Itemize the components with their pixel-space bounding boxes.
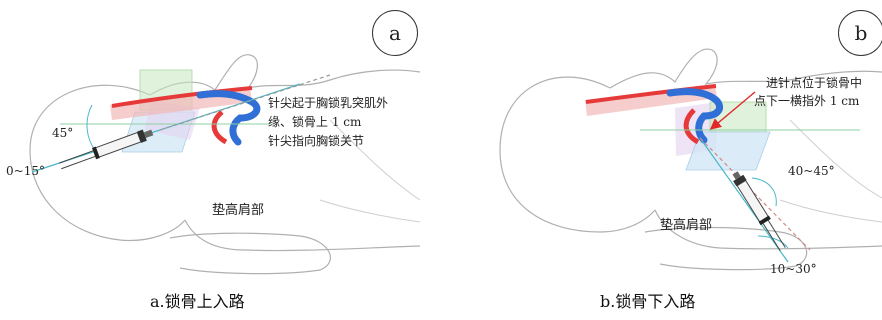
angle-arc-b — [751, 177, 777, 207]
needle-path-b — [699, 137, 789, 263]
artery-b — [585, 84, 717, 104]
panel-a-shoulder-label: 垫高肩部 — [212, 203, 265, 218]
panel-a-angle-lower: 0~15° — [6, 164, 45, 178]
artery-curve-a — [211, 110, 228, 145]
panel-b-angle-upper: 40~45° — [788, 164, 835, 178]
pillow-outline-a — [169, 232, 331, 275]
panel-a-badge: a — [372, 10, 418, 56]
panel-b-note-line1: 进针点位于锁骨中 — [766, 76, 863, 90]
head-outline-b — [499, 76, 656, 233]
panel-b-badge: b — [838, 10, 882, 56]
panel-a-caption: a.锁骨上入路 — [150, 292, 245, 311]
needle-extension-b — [699, 137, 811, 251]
panel-a-note-line1: 针尖起于胸锁乳突肌外 — [268, 96, 389, 110]
torso-outline-a — [319, 119, 421, 223]
panel-a-note-line2: 缘、锁骨上 1 cm — [268, 115, 362, 129]
artery-a — [111, 86, 253, 108]
panel-b-drawing — [499, 48, 882, 271]
head-outline-a — [29, 84, 186, 242]
entry-point-arrow — [709, 91, 756, 130]
pillow-outline-b — [644, 226, 808, 271]
panel-b-angle-lower: 10~30° — [770, 262, 817, 276]
panel-a-note-line3: 针尖指向胸锁关节 — [268, 134, 365, 148]
syringe-a — [59, 129, 154, 170]
vein-b — [666, 88, 723, 144]
neck-shoulder-outline-a — [149, 54, 421, 252]
panel-b-shoulder-label: 垫高肩部 — [660, 218, 713, 233]
panel-b-caption: b.锁骨下入路 — [600, 292, 696, 311]
angle-arc-a — [86, 104, 96, 151]
vein-a — [196, 90, 261, 146]
panel-a-angle-upper: 45° — [52, 126, 74, 140]
angle-arc-b2 — [757, 235, 789, 249]
syringe-b — [732, 171, 786, 252]
panel-a-drawing — [29, 54, 421, 275]
neck-shoulder-outline-b — [609, 48, 882, 250]
needle-extension-a — [159, 74, 331, 131]
panel-b-note-line2: 点下一横指外 1 cm — [754, 94, 860, 108]
artery-curve-b — [683, 108, 700, 145]
